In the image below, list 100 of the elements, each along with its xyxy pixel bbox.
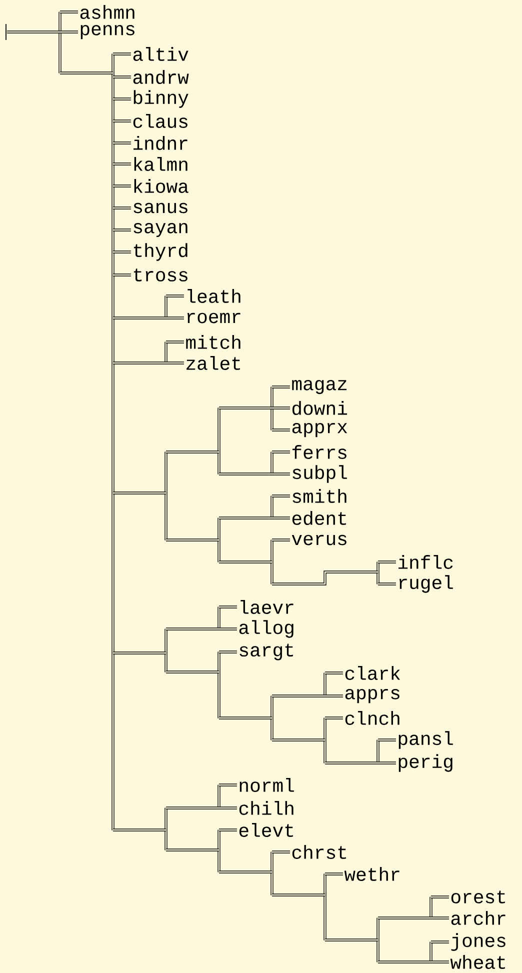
taxon-label: claus [133,114,188,128]
branch-line [166,450,219,454]
taxon-label: inflc [398,555,453,569]
taxon-label: kiowa [134,179,188,193]
branch-line [272,738,325,742]
branch-line [219,516,272,520]
branch-line [219,784,237,786]
taxon-label: clnch [345,711,400,725]
branch-line [219,606,237,608]
taxon-label: rugel [399,575,453,593]
branch-bar [430,942,432,962]
branch-bar [164,342,168,364]
branch-line [431,960,449,964]
taxon-label: mitch [186,335,240,349]
branch-line [378,560,396,564]
taxon-label: sanus [134,202,188,214]
branch-line [113,98,131,100]
taxon-label: jones [451,933,506,951]
taxon-label: altiv [133,47,188,61]
branch-line [166,340,184,344]
taxon-label: norml [240,778,294,792]
branch-line [113,228,131,232]
branch-line [378,762,396,764]
branch-line [166,362,184,364]
taxon-label: chilh [239,801,294,815]
branch-line [219,806,237,810]
taxon-label: andrw [133,70,189,84]
branch-bar [270,540,274,584]
root-branch [7,30,60,34]
branch-bar [218,830,220,872]
branch-bar [164,296,168,318]
branch-line [325,716,343,720]
branch-line [272,472,290,476]
branch-bar [164,628,168,672]
branch-line [378,960,431,964]
taxon-label: wethr [344,867,400,881]
branch-line [431,896,449,898]
branch-line [219,406,272,410]
branch-line [272,494,290,498]
branch-line [219,472,272,476]
branch-bar [270,496,274,518]
branch-line [113,76,131,78]
taxon-label: laevr [240,600,294,614]
taxon-label: downi [292,401,348,415]
branch-line [113,828,166,832]
taxon-label: ashmn [80,5,134,19]
taxon-label: sargt [240,644,294,660]
taxon-label: apprs [345,688,400,704]
taxon-label: roemr [187,312,240,324]
branch-line [113,162,131,166]
branch-line [60,10,78,14]
branch-line [272,516,290,520]
taxon-label: ferrs [292,445,346,459]
branch-line [219,870,272,874]
branch-line [166,848,219,852]
branch-line [166,294,184,298]
branch-bar [164,808,168,850]
branch-bar [218,408,220,474]
taxon-label: tross [134,268,188,282]
branch-line [113,250,131,254]
taxon-label: orest [451,890,506,904]
taxon-label: edent [292,511,346,525]
branch-bar [324,874,326,940]
branch-line [325,872,343,876]
branch-line [272,850,290,854]
branch-line [113,120,131,122]
branch-line [60,72,113,74]
taxon-label: indnr [134,136,188,150]
taxon-label: magaz [292,380,346,394]
branch-line [378,916,431,920]
taxon-label: elevt [239,823,294,837]
branch-line [219,628,237,630]
taxon-label: perig [398,754,452,772]
branch-line [113,184,131,188]
branch-bar [324,672,326,696]
branch-line [431,916,449,920]
branch-line [272,406,290,410]
branch-line [219,716,272,720]
branch-bar [376,918,380,962]
branch-line [113,142,131,144]
taxon-label: binny [134,90,188,108]
branch-bar [430,896,432,918]
taxon-label: smith [292,489,346,503]
taxon-label: leath [188,289,240,303]
branch-line [272,386,290,388]
branch-bar [270,452,274,474]
branch-line [113,206,131,210]
taxon-label: thyrd [134,243,188,261]
taxon-label: chrst [292,845,346,859]
branch-line [113,652,166,654]
taxon-label: sayan [134,222,188,238]
branch-line [113,362,166,364]
branch-line [113,274,131,276]
branch-line [431,940,449,944]
branch-line [272,538,290,542]
branch-bar [324,718,326,764]
branch-bar [376,562,380,584]
branch-line [219,828,237,832]
branch-line [113,52,131,56]
branch-line [166,670,219,674]
